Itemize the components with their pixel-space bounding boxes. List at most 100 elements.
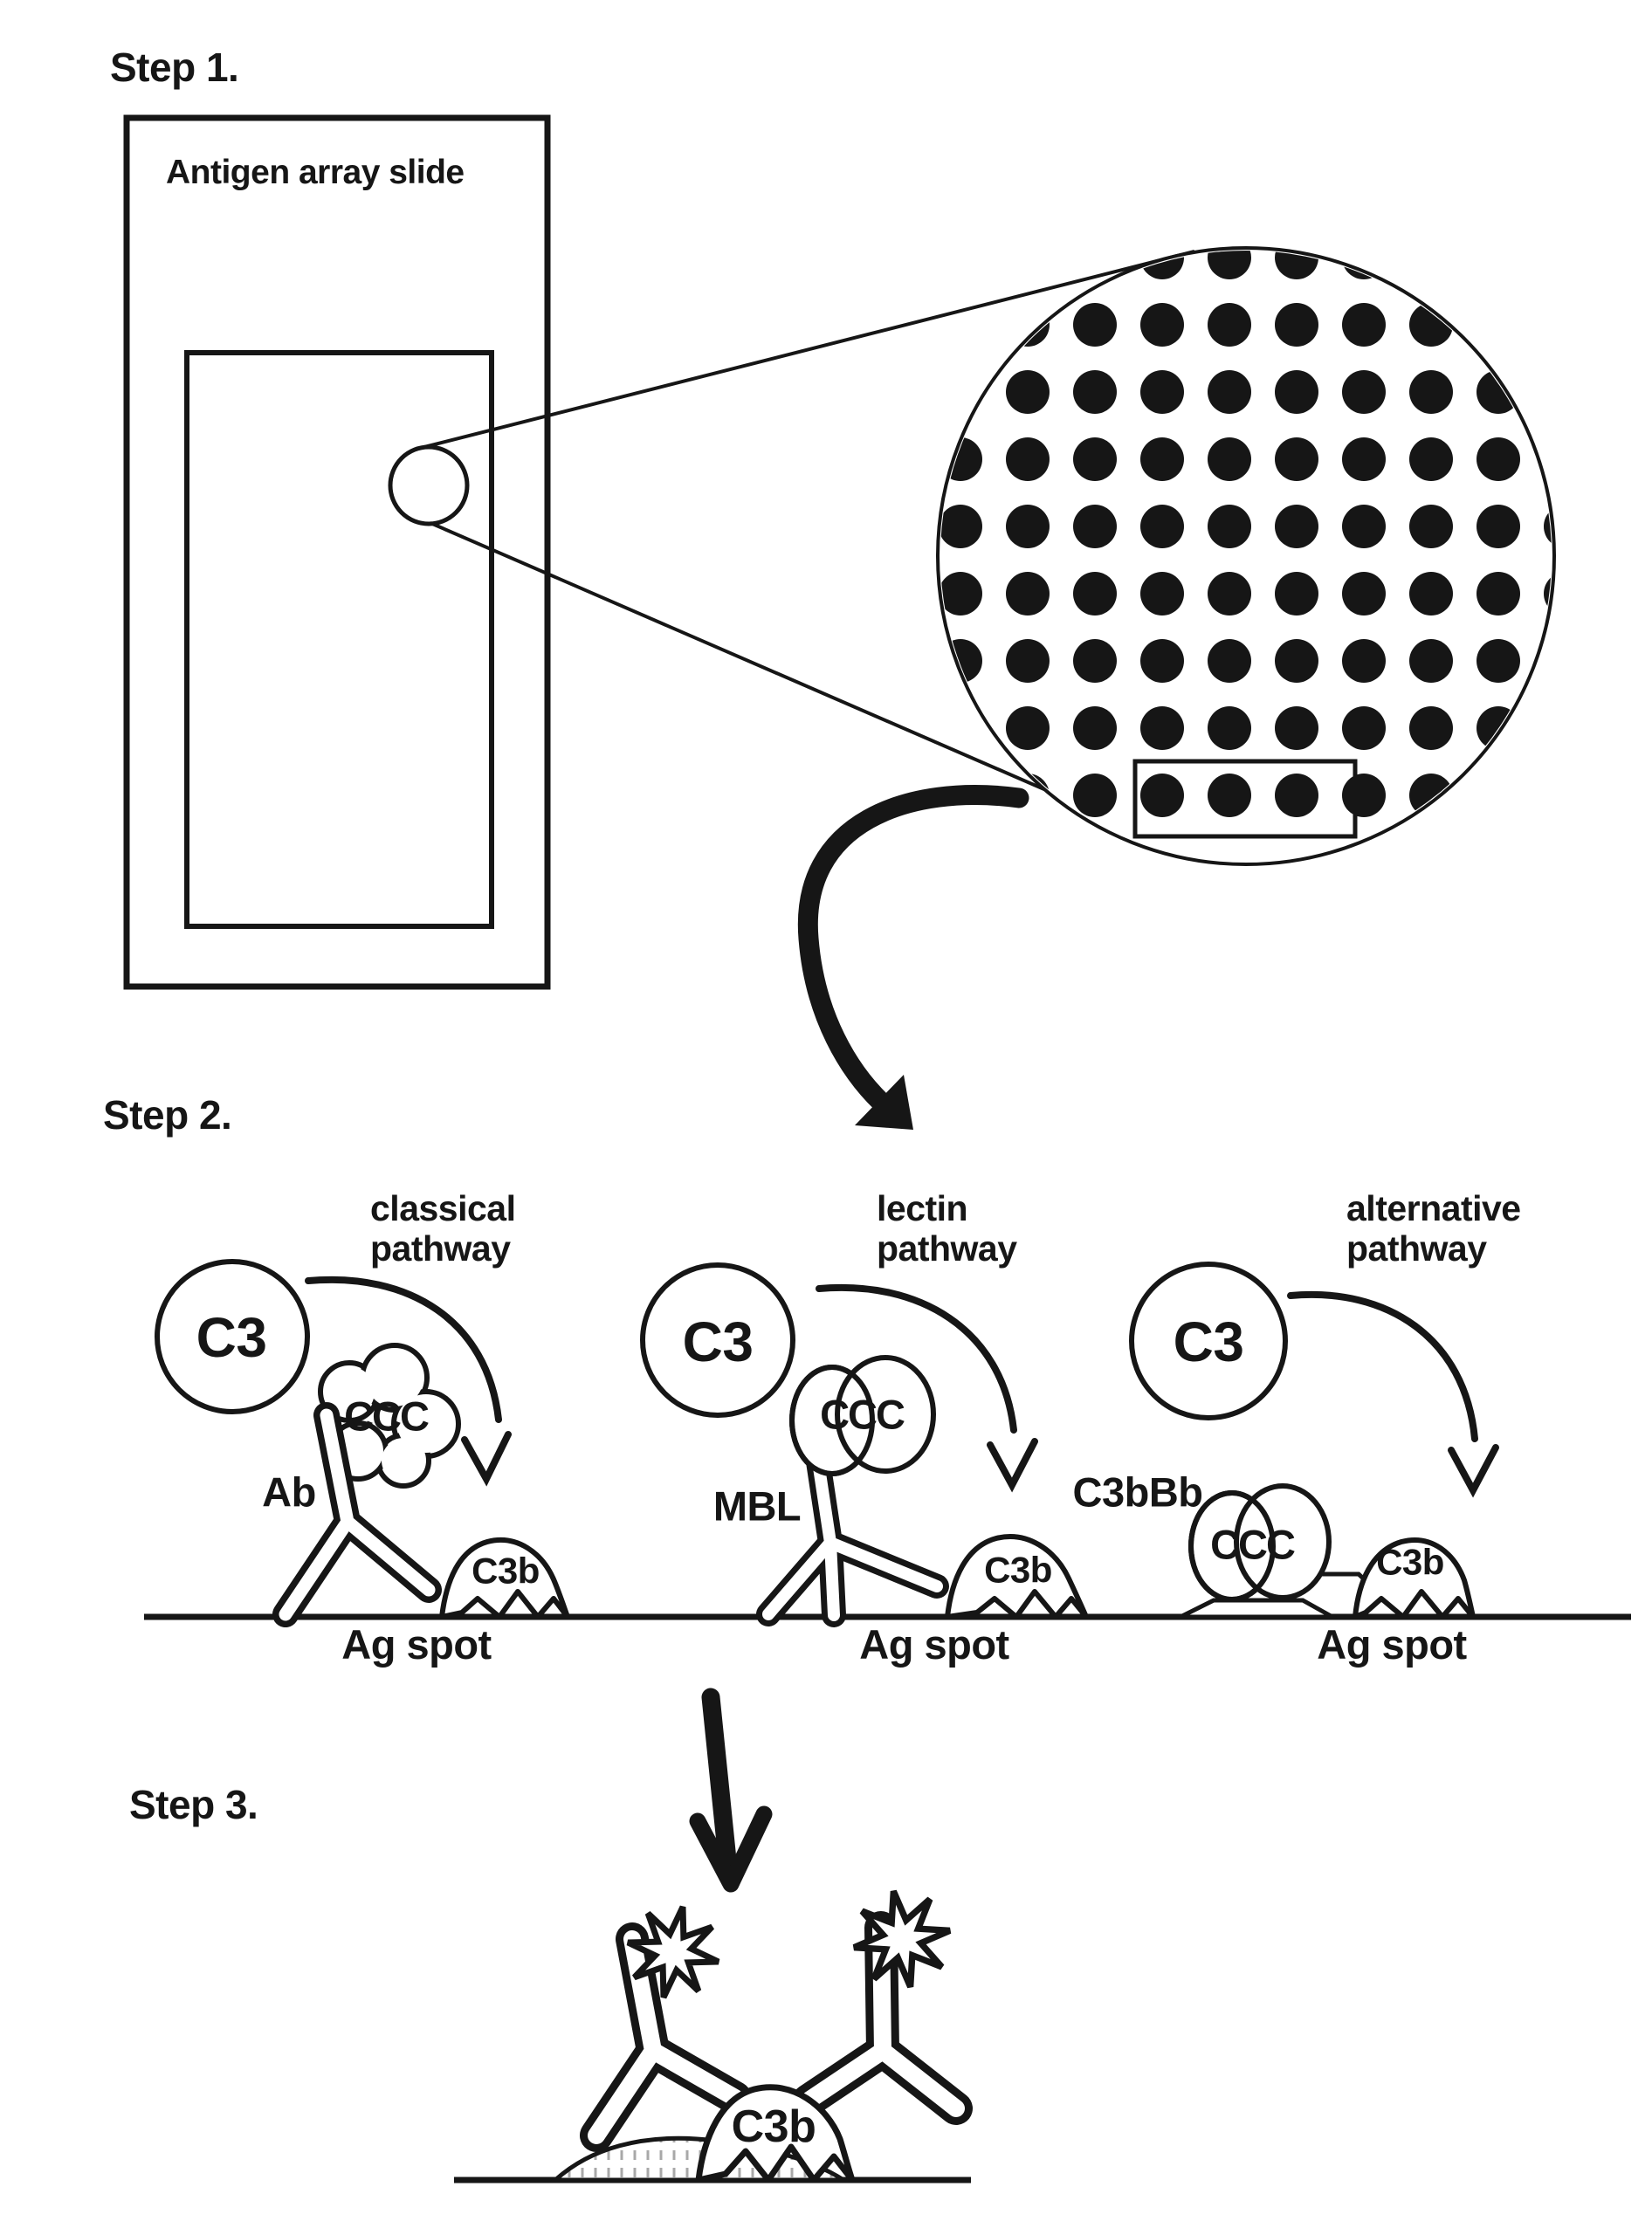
deposition-arrow-head <box>461 1431 512 1487</box>
antigen-dot <box>1544 774 1552 817</box>
antigen-dot <box>1476 251 1520 279</box>
curved-arrow-head <box>855 1075 913 1130</box>
antigen-dot <box>1342 639 1386 683</box>
convertase-label: CCC <box>1210 1521 1296 1568</box>
antigen-dot <box>1275 639 1318 683</box>
antigen-dot <box>1342 303 1386 347</box>
antigen-dot <box>1409 251 1453 279</box>
antigen-dot <box>1208 505 1251 548</box>
antigen-dot <box>1275 437 1318 481</box>
antigen-dot <box>1140 572 1184 615</box>
antigen-dot <box>1342 505 1386 548</box>
antigen-dot <box>1140 505 1184 548</box>
convertase-label: CCC <box>820 1391 905 1438</box>
antigen-dot <box>1140 774 1184 817</box>
convertase-ellipses <box>789 1355 936 1476</box>
classical-pathway-art <box>155 1259 570 1627</box>
c3b-label-large: C3b <box>731 2101 816 2152</box>
pathway-title-classical-line2: pathway <box>370 1228 511 1269</box>
slide-outline <box>123 114 551 990</box>
fluorescent-star-icon <box>626 1905 720 1999</box>
antigen-dot <box>1073 505 1117 548</box>
antigen-dot <box>1342 774 1386 817</box>
antigen-dot <box>1476 572 1520 615</box>
antigen-dot <box>1476 639 1520 683</box>
slide-printed-area <box>184 350 494 929</box>
convertase-ellipses <box>1188 1483 1332 1602</box>
antigen-dot <box>1476 437 1520 481</box>
pathway-title-lectin-line2: pathway <box>877 1228 1017 1269</box>
pathway-title-alternative-line1: alternative <box>1346 1188 1521 1228</box>
binder-label-c3bbb: C3bBb <box>1072 1468 1203 1516</box>
antigen-dot <box>940 706 982 750</box>
antigen-dot <box>1208 572 1251 615</box>
antigen-dot <box>1073 774 1117 817</box>
deposition-arrow-head <box>987 1438 1038 1493</box>
antigen-dot <box>1006 251 1050 279</box>
antigen-dot <box>1342 572 1386 615</box>
antigen-dot <box>1544 639 1552 683</box>
antigen-dot <box>1409 706 1453 750</box>
step3-detection-art <box>454 1889 973 2183</box>
antigen-dot <box>1140 706 1184 750</box>
down-arrow-head <box>689 1805 773 1893</box>
c3b-label: C3b <box>1376 1541 1444 1583</box>
c3-circle <box>155 1259 310 1414</box>
antigen-dot <box>940 251 982 279</box>
antigen-dot <box>1476 303 1520 347</box>
antigen-dot <box>1275 251 1318 279</box>
pathway-title-lectin-line1: lectin <box>877 1188 968 1228</box>
antigen-dot <box>1208 639 1251 683</box>
c3b-blob <box>945 1534 1089 1620</box>
antibody-core <box>279 1408 436 1621</box>
antigen-dot <box>1006 505 1050 548</box>
magnified-array-view <box>936 246 1556 866</box>
antigen-dot <box>1006 370 1050 414</box>
antigen-dot <box>1006 706 1050 750</box>
antigen-dot <box>1409 505 1453 548</box>
antigen-dot <box>1476 505 1520 548</box>
antigen-dot <box>1073 706 1117 750</box>
antigen-dot <box>1208 251 1251 279</box>
antigen-dot <box>1544 437 1552 481</box>
antigen-dot <box>1342 437 1386 481</box>
c3-label: C3 <box>1173 1310 1244 1374</box>
step3-label: Step 3. <box>129 1782 258 1827</box>
antigen-dot <box>1342 370 1386 414</box>
antigen-dot <box>1275 370 1318 414</box>
antigen-dot <box>1006 437 1050 481</box>
antigen-dot <box>1544 370 1552 414</box>
antigen-dot <box>1409 437 1453 481</box>
c3-circle <box>1129 1262 1288 1420</box>
c3b-blob <box>439 1537 570 1620</box>
antigen-dot <box>1275 303 1318 347</box>
antigen-dot <box>1208 303 1251 347</box>
antigen-dot <box>1073 437 1117 481</box>
antigen-dot <box>1140 437 1184 481</box>
antigen-dot <box>940 505 982 548</box>
antigen-dot <box>1275 572 1318 615</box>
ag-spot-label: Ag spot <box>859 1621 1009 1668</box>
antigen-dot <box>1409 370 1453 414</box>
c3b-label: C3b <box>472 1550 540 1592</box>
down-arrow-shaft <box>701 1688 738 1878</box>
antigen-dot <box>1140 303 1184 347</box>
c3b-label: C3b <box>984 1549 1052 1591</box>
antigen-dot <box>1140 370 1184 414</box>
antigen-dot <box>1275 706 1318 750</box>
fluorescent-star-icon <box>852 1889 952 1989</box>
c3-circle <box>640 1262 795 1418</box>
c3b-blob-large <box>695 2084 856 2183</box>
ag-spot-label: Ag spot <box>341 1621 492 1668</box>
antigen-dot <box>940 572 982 615</box>
antigen-dot <box>1275 774 1318 817</box>
antigen-dot <box>1073 639 1117 683</box>
pathway-title-classical-line1: classical <box>370 1188 516 1228</box>
cone-line-top <box>416 250 1195 450</box>
antigen-dot <box>1544 251 1552 279</box>
spot-row-highlight-box <box>1132 759 1358 839</box>
convertase-footing <box>1179 1598 1341 1620</box>
antigen-dot <box>1073 572 1117 615</box>
deposition-arrow-arc <box>1287 1290 1478 1442</box>
